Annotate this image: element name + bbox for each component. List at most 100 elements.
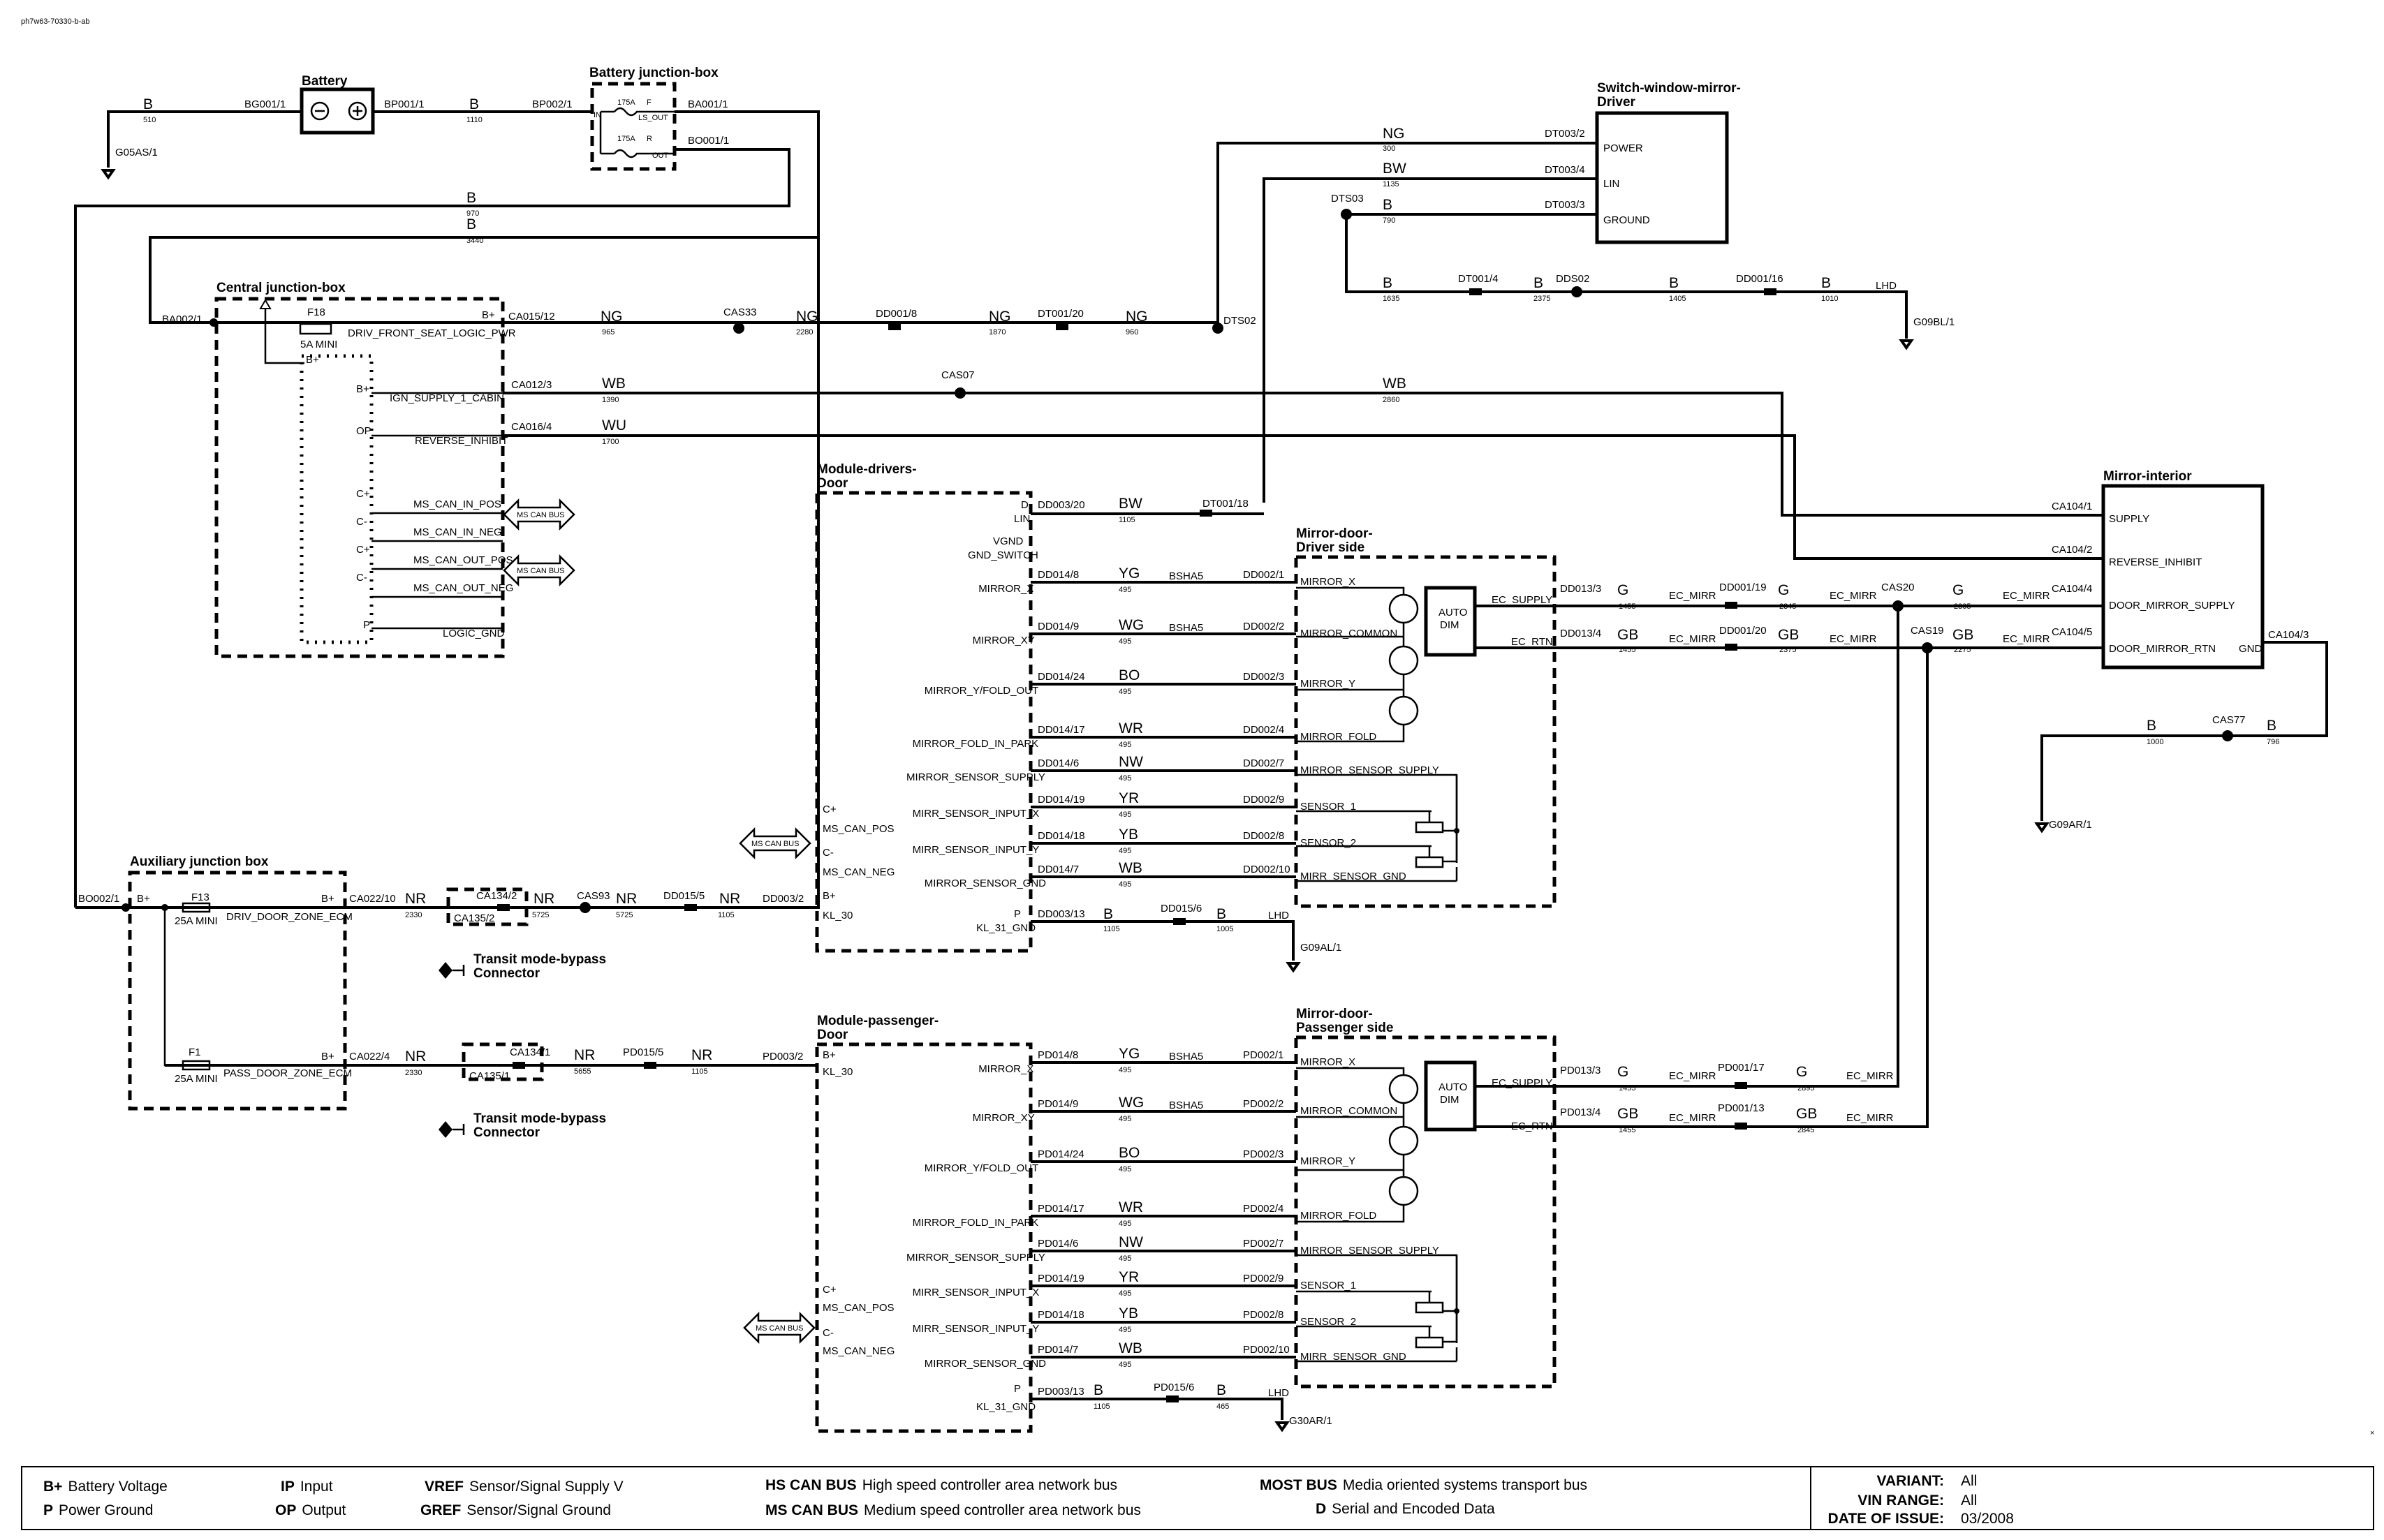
svg-text:GROUND: GROUND [1603,214,1650,226]
svg-text:GND_SWITCH: GND_SWITCH [968,549,1038,561]
svg-text:NR: NR [405,1049,426,1065]
wire-size: 495 [1119,1289,1131,1298]
mirror-pin-label: MIRROR_SENSOR_SUPPLY [1300,1245,1439,1257]
svg-text:B: B [1383,275,1392,291]
module-pin-label: MIRROR_Y/FOLD_OUT [925,1162,1038,1174]
svg-text:B+: B+ [823,1049,836,1061]
svg-text:CA015/12: CA015/12 [508,311,555,323]
svg-text:B+: B+ [306,354,319,366]
svg-text:960: 960 [1126,328,1138,336]
svg-text:BA001/1: BA001/1 [688,98,728,110]
mirror-connector: PD002/9 [1243,1273,1283,1284]
svg-text:1105: 1105 [1094,1402,1110,1411]
svg-text:CA134/1: CA134/1 [510,1046,550,1058]
svg-text:Door: Door [817,1028,848,1042]
svg-text:5725: 5725 [616,911,633,919]
autodim-box-driver [1424,586,1477,657]
module-connector: PD014/17 [1038,1203,1084,1215]
fuse-175a-f [614,107,675,117]
svg-text:PD015/6: PD015/6 [1154,1382,1194,1393]
svg-text:MS_CAN_NEG: MS_CAN_NEG [823,866,895,878]
mirror-pin-label: MIRROR_X [1300,1056,1355,1068]
svg-text:Connector: Connector [473,966,540,981]
mirror-pin-label: MIRROR_SENSOR_SUPPLY [1300,764,1439,776]
module-pin-label: MIRR_SENSOR_INPUT_Y [913,844,1040,856]
svg-text:DD001/19: DD001/19 [1719,582,1767,593]
legend-variant-val: All [1961,1473,1978,1489]
wire-size: 495 [1119,880,1131,889]
svg-text:DTS02: DTS02 [1223,315,1256,327]
mirror-connector: DD002/8 [1243,830,1284,842]
svg-text:B+: B+ [482,309,495,321]
shield-label: BSHA5 [1169,1100,1203,1111]
module-connector: DD014/24 [1038,671,1085,683]
svg-text:NR: NR [534,891,554,907]
svg-text:1105: 1105 [1119,516,1135,524]
svg-text:CAS20: CAS20 [1881,582,1915,593]
driver-ec-wires: EC_SUPPLY EC_RTN DD013/3 DD013/4 G 1455 … [1475,582,2103,1128]
svg-text:WB: WB [1383,376,1406,392]
svg-text:KL_31_GND: KL_31_GND [976,922,1036,934]
svg-text:B: B [2267,718,2276,734]
wire-color: YB [1119,827,1138,843]
svg-text:PD003/2: PD003/2 [763,1051,803,1063]
svg-text:175A: 175A [617,98,635,107]
svg-text:PASS_DOOR_ZONE_ECM: PASS_DOOR_ZONE_ECM [223,1067,352,1079]
svg-text:G: G [1617,1064,1628,1080]
svg-text:DT003/2: DT003/2 [1545,128,1585,140]
svg-text:EC_MIRR: EC_MIRR [1846,1070,1894,1082]
svg-text:MS_CAN_OUT_POS: MS_CAN_OUT_POS [413,554,513,566]
mirror-pass-outline [1294,1035,1557,1389]
svg-text:DT003/3: DT003/3 [1545,199,1585,211]
mirror-connector: DD002/3 [1243,671,1284,683]
svg-text:B: B [1533,275,1543,291]
svg-text:EC_MIRR: EC_MIRR [1669,1112,1716,1124]
svg-text:BA002/1: BA002/1 [162,313,203,325]
svg-text:G: G [1778,582,1789,598]
module-drivers-outline [815,491,1033,953]
svg-text:1110: 1110 [466,116,483,124]
fuse-175a-r [614,149,675,158]
svg-text:Module-drivers-: Module-drivers- [817,462,917,477]
svg-text:KL_31_GND: KL_31_GND [976,1401,1036,1413]
svg-text:G30AR/1: G30AR/1 [1289,1415,1332,1427]
wire-size: 495 [1119,1326,1131,1334]
svg-text:B: B [1669,275,1679,291]
svg-text:B+: B+ [321,1051,334,1063]
svg-text:GB: GB [1778,627,1799,643]
svg-text:PD003/13: PD003/13 [1038,1386,1084,1398]
mirror-connector: PD002/10 [1243,1344,1290,1356]
mirror-pin-label: SENSOR_1 [1300,801,1356,813]
svg-text:DT001/18: DT001/18 [1202,498,1249,510]
svg-text:CAS33: CAS33 [723,306,757,318]
svg-text:REVERSE_INHIBIT: REVERSE_INHIBIT [415,435,508,447]
svg-text:NR: NR [719,891,740,907]
svg-text:C-: C- [823,1327,834,1339]
svg-text:2375: 2375 [1779,646,1796,654]
module-connector: PD014/18 [1038,1309,1084,1321]
svg-text:NG: NG [1126,309,1148,325]
svg-text:CA022/10: CA022/10 [349,893,396,905]
svg-text:NR: NR [405,891,426,907]
module-connector: DD014/9 [1038,621,1079,632]
svg-text:1390: 1390 [602,396,619,404]
wire-color: WG [1119,617,1144,633]
mirror-pin-label: MIRROR_X [1300,576,1355,588]
wire-size: 495 [1119,774,1131,783]
svg-text:EC_SUPPLY: EC_SUPPLY [1492,1077,1552,1089]
module-drivers-door: Module-drivers- Door D LIN VGND GND_SWIT… [739,462,1341,973]
svg-text:1010: 1010 [1821,295,1838,303]
svg-text:PD001/13: PD001/13 [1718,1102,1765,1114]
shield-label: BSHA5 [1169,622,1203,634]
svg-text:P: P [1014,908,1021,920]
svg-text:EC_SUPPLY: EC_SUPPLY [1492,594,1552,606]
svg-text:C-: C- [356,516,367,528]
